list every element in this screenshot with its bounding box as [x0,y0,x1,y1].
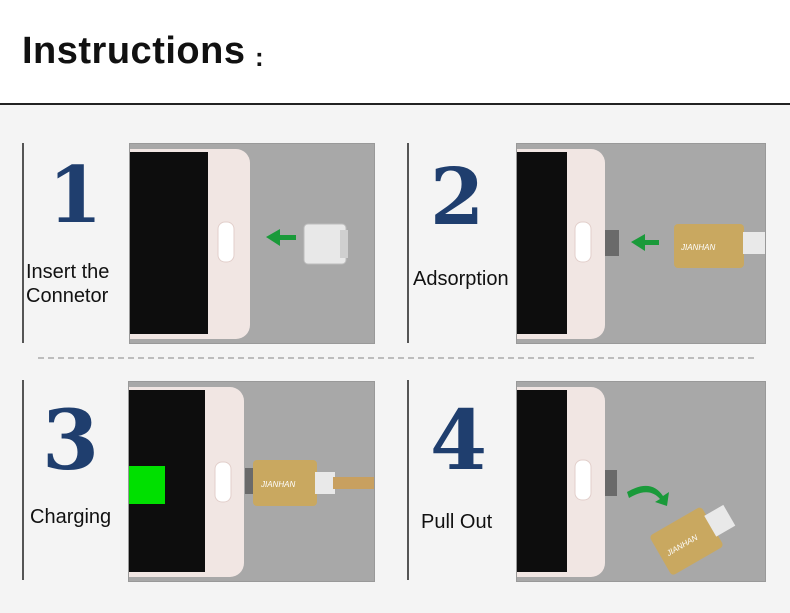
step-1-label: Insert the Connetor [26,260,109,308]
step-3-divider [22,380,24,580]
step-2-label: Adsorption [413,268,509,290]
section-divider [38,357,754,359]
step-2-image: JIANHAN [516,143,766,344]
phone-insert-connector-illustration [130,144,374,343]
step-3-number: 3 [42,393,100,489]
step-1-image [129,143,375,344]
step-1-number: 1 [48,150,103,241]
step-1-label-line1: Insert the [26,261,110,283]
step-3-label: Charging [30,506,112,528]
brand-text: JIANHAN [260,480,295,489]
step-4-image: JIANHAN [516,381,766,582]
title-colon: : [255,42,264,72]
step-1-divider [22,143,24,343]
step-1-label-line2: Connetor [26,285,109,307]
step-4-divider [407,380,409,580]
arrow-left-icon [266,229,296,246]
step-4-number: 4 [430,393,488,489]
page-title: Instructions [22,30,246,72]
step-2-divider [407,143,409,343]
phone-adsorption-illustration: JIANHAN [517,144,765,343]
header-bar: Instructions : [0,0,790,105]
step-4-label: Pull Out [421,511,493,533]
brand-text: JIANHAN [680,243,715,252]
arrow-left-icon [631,234,659,251]
step-2-number: 2 [430,152,485,243]
phone-charging-illustration: JIANHAN [129,382,374,581]
charging-indicator [129,466,165,504]
curved-arrow-icon [627,485,669,506]
phone-pull-out-illustration: JIANHAN [517,382,765,581]
step-3-image: JIANHAN [128,381,375,582]
